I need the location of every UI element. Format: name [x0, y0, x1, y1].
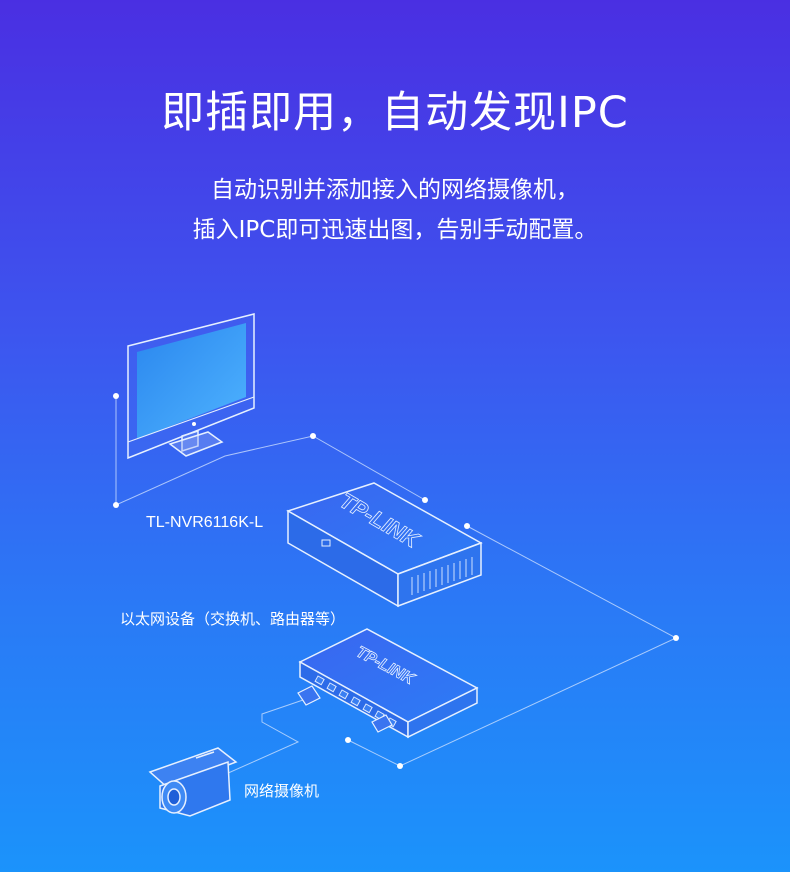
- ip-camera-icon: [148, 747, 238, 817]
- monitor-icon: [127, 313, 255, 460]
- line-camera-to-switch: [189, 699, 304, 791]
- switch-label: 以太网设备（交换机、路由器等）: [120, 610, 346, 628]
- connection-lines: [115, 396, 678, 791]
- ethernet-plug-icon: [297, 685, 393, 733]
- connection-dots: [113, 393, 679, 769]
- subtitle-line-2: 插入IPC即可迅速出图，告别手动配置。: [192, 217, 598, 243]
- subtitle-line-1: 自动识别并添加接入的网络摄像机，: [211, 177, 579, 203]
- camera-label: 网络摄像机: [244, 782, 320, 800]
- page-title: 即插即用，自动发现IPC: [161, 88, 629, 138]
- line-nvr-to-switch: [347, 525, 678, 767]
- switch-device-icon: TP-LINK: [298, 628, 479, 739]
- line-monitor-to-nvr: [115, 396, 426, 506]
- nvr-device-icon: TP-LINK: [286, 482, 483, 608]
- nvr-label: TL-NVR6116K-L: [146, 514, 264, 531]
